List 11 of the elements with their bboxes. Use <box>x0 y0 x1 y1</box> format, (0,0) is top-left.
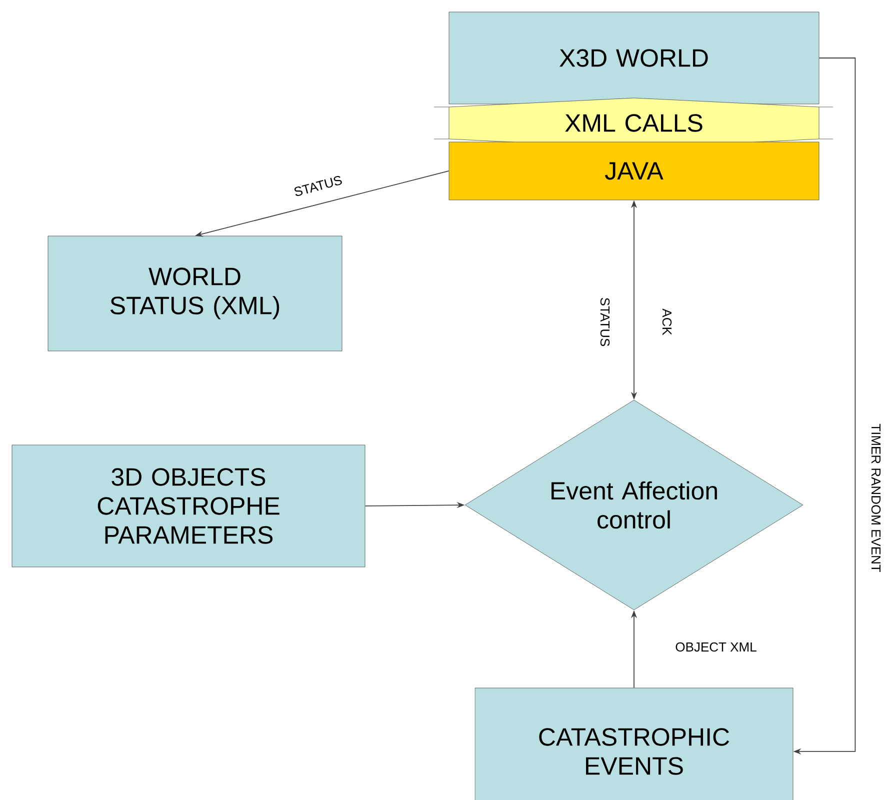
process-box: WORLD STATUS (XML) <box>48 236 342 352</box>
edge-label: TIMER RANDOM EVENT <box>871 424 881 572</box>
x3d-world-box: X3D WORLD <box>448 12 820 104</box>
process-box: 3D OBJECTS CATASTROPHE PARAMETERS <box>12 444 366 568</box>
java-box: JAVA <box>448 142 820 200</box>
edge-label: STATUS <box>294 176 342 196</box>
process-box: CATASTROPHIC EVENTS <box>474 688 794 800</box>
edge-label: STATUS <box>600 298 610 346</box>
xml-calls-band: XML CALLS <box>434 98 834 148</box>
edge-label: OBJECT XML <box>676 642 756 652</box>
flow-label: ACK <box>662 308 672 336</box>
